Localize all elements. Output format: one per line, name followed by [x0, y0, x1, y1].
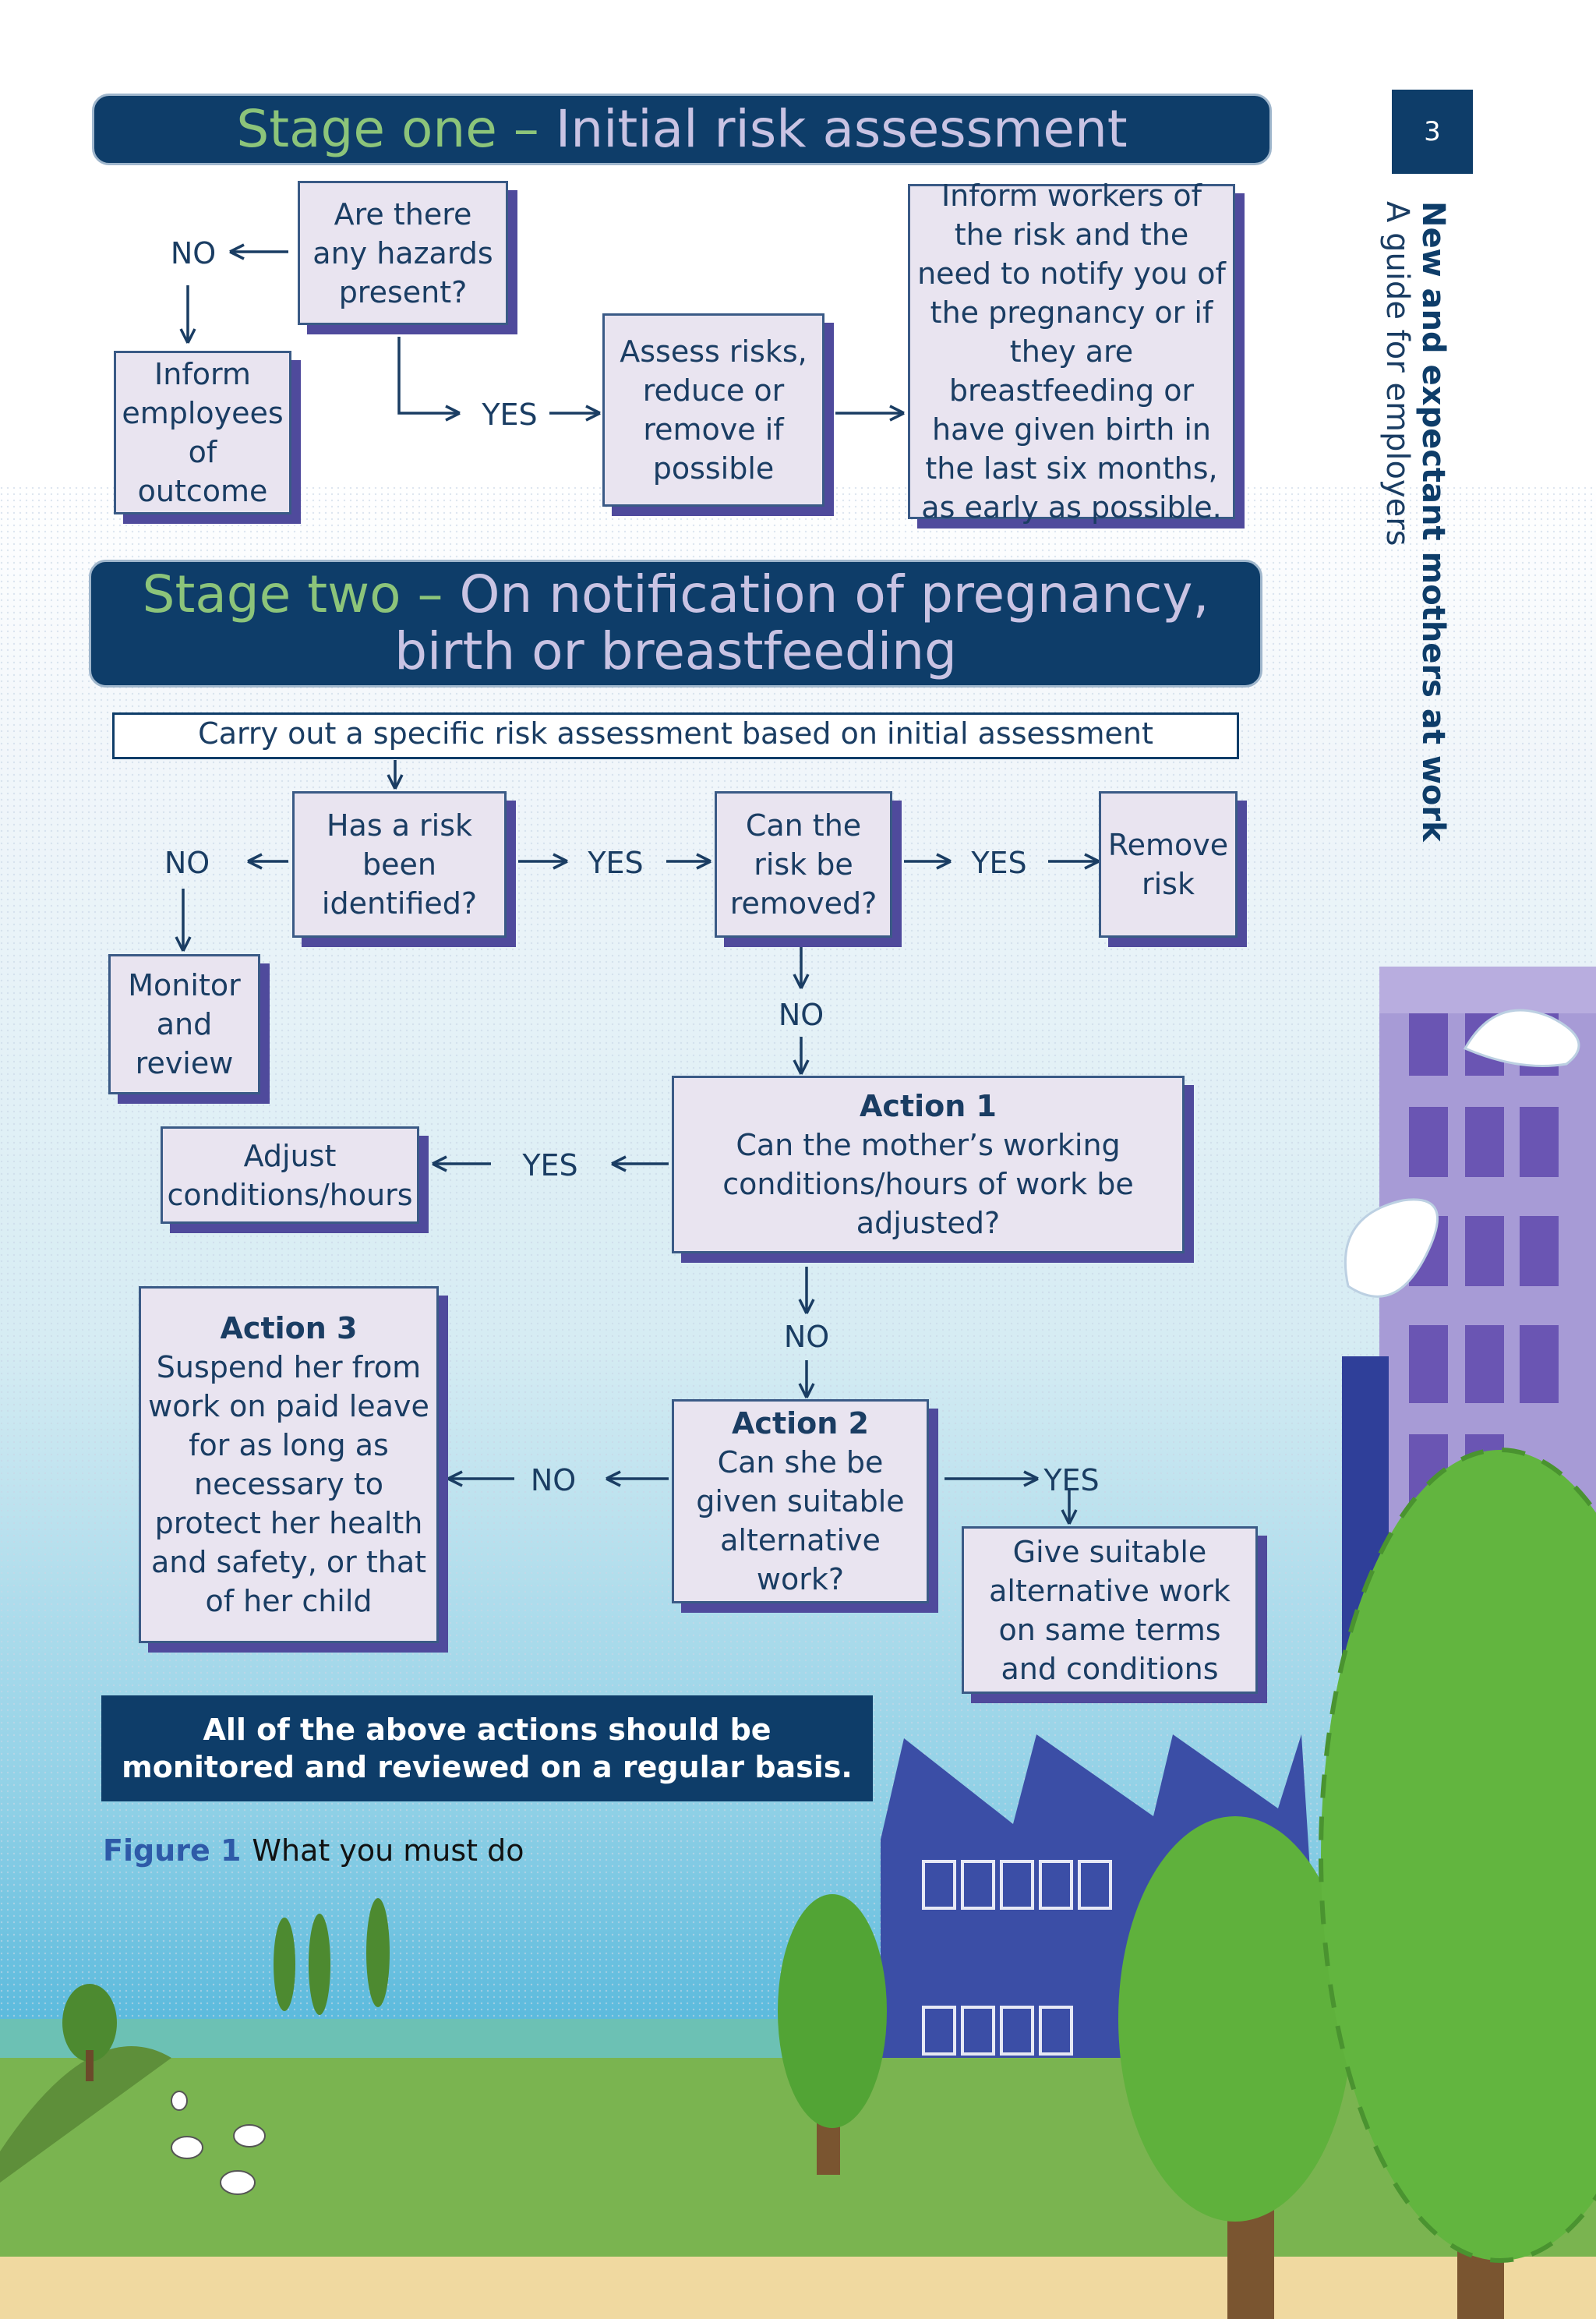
yes-label: YES: [1043, 1463, 1100, 1497]
action-1-heading: Action 1: [860, 1089, 997, 1123]
action-3-heading: Action 3: [220, 1311, 358, 1345]
remove-risk-box: Remove risk: [1099, 791, 1238, 938]
yes-label: YES: [482, 398, 538, 432]
stage-one-banner: Stage one – Initial risk assessment: [92, 94, 1272, 165]
assess-risks-box: Assess risks, reduce or remove if possib…: [602, 313, 824, 507]
action-2-text: Can she be given suitable alternative wo…: [696, 1445, 905, 1596]
stage-two-title-line1: On notification of pregnancy,: [459, 564, 1209, 624]
monitor-note: All of the above actions should be monit…: [101, 1695, 873, 1801]
smoke: [1344, 1009, 1580, 1298]
adjust-conditions-box: Adjust conditions/hours: [161, 1126, 419, 1224]
hazards-question-box: Are there any hazards present?: [298, 181, 508, 325]
figure-title: What you must do: [252, 1833, 524, 1868]
give-alternative-box: Give suitable alternative work on same t…: [962, 1526, 1258, 1694]
side-title-main: New and expectant mothers at work: [1415, 201, 1451, 842]
flow-arrows: [175, 243, 1100, 1525]
figure-label: Figure 1: [103, 1833, 242, 1868]
yes-label: YES: [588, 846, 644, 880]
stage-two-title-line2: birth or breastfeeding: [394, 620, 957, 681]
no-label: NO: [783, 1320, 830, 1354]
stage-two-banner: Stage two – On notification of pregnancy…: [89, 560, 1262, 688]
carry-out-box: Carry out a specific risk assessment bas…: [112, 712, 1239, 759]
yes-label: YES: [971, 846, 1027, 880]
page-number: 3: [1392, 90, 1473, 174]
trees: [778, 1448, 1596, 2319]
no-label: NO: [778, 998, 824, 1032]
risk-removed-box: Can the risk be removed?: [715, 791, 892, 938]
monitor-review-box: Monitor and review: [108, 954, 260, 1094]
stage-one-title: Initial risk assessment: [555, 99, 1128, 159]
action-3-text: Suspend her from work on paid leave for …: [148, 1350, 429, 1618]
stage-one-prefix: Stage one –: [236, 99, 539, 159]
sand: [0, 2257, 1596, 2319]
yes-label: YES: [522, 1148, 578, 1182]
stage-two-prefix: Stage two –: [142, 564, 443, 624]
figure-caption: Figure 1 What you must do: [103, 1833, 524, 1868]
action-1-box: Action 1 Can the mother’s working condit…: [672, 1076, 1185, 1253]
no-label: NO: [170, 236, 217, 270]
side-title: New and expectant mothers at work A guid…: [1379, 201, 1451, 842]
side-title-sub: A guide for employers: [1379, 201, 1415, 546]
risk-identified-box: Has a risk been identified?: [292, 791, 507, 938]
inform-workers-box: Inform workers of the risk and the need …: [908, 179, 1235, 525]
action-2-box: Action 2 Can she be given suitable alter…: [672, 1399, 929, 1603]
no-label: NO: [164, 846, 210, 880]
inform-outcome-box: Inform employees of outcome: [114, 351, 291, 514]
no-label: NO: [530, 1463, 577, 1497]
action-3-box: Action 3 Suspend her from work on paid l…: [139, 1286, 439, 1643]
action-1-text: Can the mother’s working conditions/hour…: [722, 1128, 1134, 1240]
sheep: [171, 2091, 266, 2195]
small-trees: [62, 1898, 390, 2081]
action-2-heading: Action 2: [732, 1406, 869, 1441]
